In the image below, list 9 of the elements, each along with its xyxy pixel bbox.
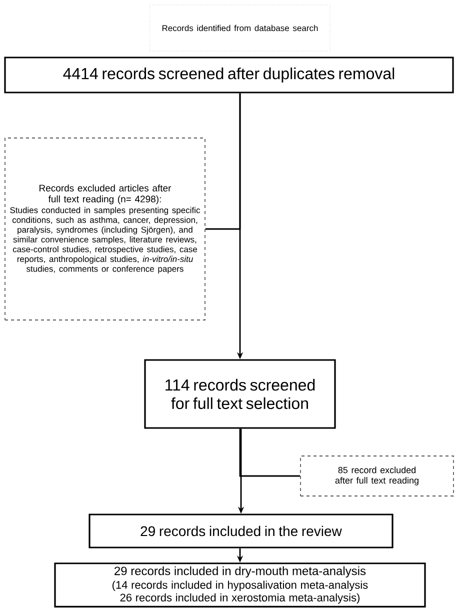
process-box: 29 records included in the review	[88, 514, 394, 548]
process-box: 114 records screened for full text selection	[144, 359, 336, 429]
source-box: Records identified from database search	[150, 4, 330, 52]
connector-line	[239, 428, 300, 477]
exclusion-box: 85 record excluded after full text reading	[300, 456, 454, 496]
process-box: 4414 records screened after duplicates removal	[4, 56, 454, 94]
connector-line	[205, 93, 241, 230]
result-box: 29 records included in dry-mouth meta-analysis (14 records included in hyposalivation meta-analysis 26 records included in xerostomia meta-analysis)	[54, 562, 426, 608]
exclusion-box: Records excluded articles after full text reading (n= 4298): Studies conducted in samples presenting specific conditions, such as asthma, cancer, depression, paralysis, syndromes (including Sjörgen), and similar convenience samples, literature reviews, case-control studies, retrospective studies, case reports, anthropological studies, in-vitro/in-situ studies, comments or conference papers	[4, 138, 206, 320]
